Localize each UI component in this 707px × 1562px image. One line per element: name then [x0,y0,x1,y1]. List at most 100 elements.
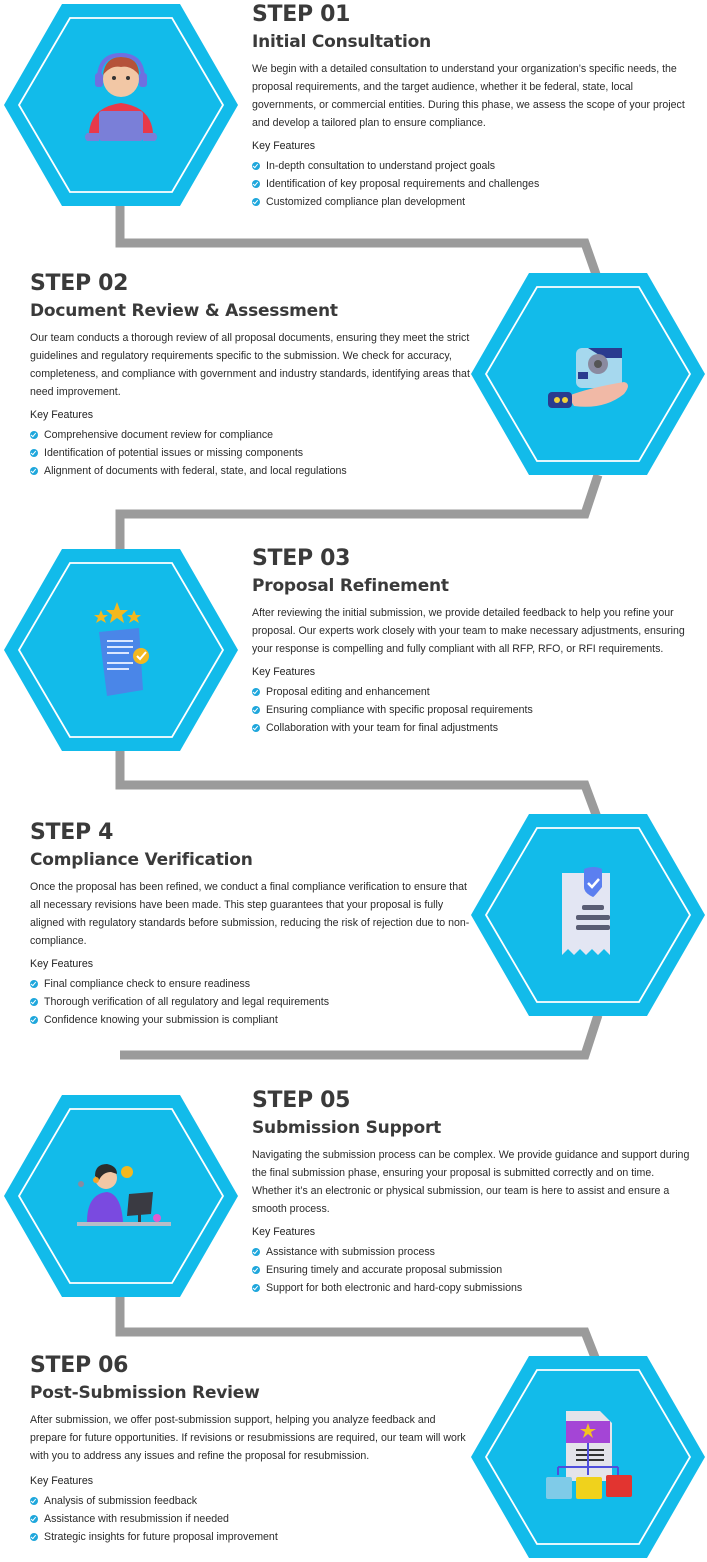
check-circle-icon [252,706,260,714]
feature-text: Ensuring timely and accurate proposal su… [266,1264,503,1276]
check-circle-icon [30,1533,38,1541]
feature-text: Thorough verification of all regulatory … [44,996,330,1008]
key-features-list: Final compliance check to ensure readine… [30,975,470,1029]
feature-item: Assistance with submission process [252,1243,692,1261]
feature-item: Strategic insights for future proposal i… [30,1528,470,1546]
step-title: Proposal Refinement [252,576,449,596]
step-4-content: STEP 4 Compliance Verification Once the … [30,820,470,1029]
connector-5-6 [115,1295,603,1367]
connector-2-3 [115,473,603,560]
step-5-content: STEP 05 Submission Support Navigating th… [252,1088,692,1297]
document-review-flowchart-icon [546,1411,632,1499]
key-features-list: In-depth consultation to understand proj… [252,157,692,211]
check-circle-icon [30,1497,38,1505]
check-circle-icon [30,431,38,439]
feature-text: Proposal editing and enhancement [266,686,430,698]
feature-text: Strategic insights for future proposal i… [44,1531,278,1543]
step-3-hexagon [2,547,240,753]
feature-item: Thorough verification of all regulatory … [30,993,470,1011]
key-features-list: Proposal editing and enhancement Ensurin… [252,683,692,737]
check-circle-icon [252,198,260,206]
step-title: Compliance Verification [30,850,253,870]
feature-text: Support for both electronic and hard-cop… [266,1282,523,1294]
check-circle-icon [252,1284,260,1292]
feature-item: In-depth consultation to understand proj… [252,157,692,175]
check-circle-icon [30,467,38,475]
feature-text: Identification of potential issues or mi… [44,447,304,459]
scroll-with-stars-check-icon [94,602,149,696]
step-title: Submission Support [252,1118,442,1138]
step-number: STEP 03 [252,546,351,571]
step-description: After submission, we offer post-submissi… [30,1414,466,1462]
feature-text: Alignment of documents with federal, sta… [44,465,347,477]
key-features-list: Comprehensive document review for compli… [30,426,470,480]
feature-text: Analysis of submission feedback [44,1495,198,1507]
step-number: STEP 4 [30,820,114,845]
feature-item: Assistance with resubmission if needed [30,1510,470,1528]
step-number: STEP 02 [30,271,129,296]
feature-text: Assistance with submission process [266,1246,435,1258]
check-circle-icon [252,688,260,696]
connector-1-2 [115,205,603,282]
check-circle-icon [252,1266,260,1274]
step-2-content: STEP 02 Document Review & Assessment Our… [30,271,470,480]
connector-4-5 [120,1013,603,1060]
feature-text: Final compliance check to ensure readine… [44,978,251,990]
feature-item: Ensuring compliance with specific propos… [252,701,692,719]
step-number: STEP 05 [252,1088,351,1113]
feature-item: Alignment of documents with federal, sta… [30,462,470,480]
feature-item: Comprehensive document review for compli… [30,426,470,444]
check-circle-icon [30,980,38,988]
check-circle-icon [252,724,260,732]
feature-item: Confidence knowing your submission is co… [30,1011,470,1029]
feature-item: Analysis of submission feedback [30,1492,470,1510]
key-features-label: Key Features [30,409,94,421]
feature-item: Identification of potential issues or mi… [30,444,470,462]
check-circle-icon [30,1016,38,1024]
step-description: Our team conducts a thorough review of a… [30,332,470,398]
key-features-label: Key Features [252,140,316,152]
key-features-label: Key Features [252,1226,316,1238]
feature-item: Proposal editing and enhancement [252,683,692,701]
step-1-content: STEP 01 Initial Consultation We begin wi… [252,2,692,211]
key-features-label: Key Features [252,666,316,678]
step-title: Post-Submission Review [30,1383,260,1403]
feature-text: Assistance with resubmission if needed [44,1513,229,1525]
step-title: Document Review & Assessment [30,301,338,321]
step-3-content: STEP 03 Proposal Refinement After review… [252,546,692,737]
step-5-hexagon [2,1093,240,1299]
support-agent-laptop-icon [85,52,157,141]
key-features-label: Key Features [30,958,94,970]
step-1-hexagon [2,2,240,208]
step-description: After reviewing the initial submission, … [252,607,685,655]
feature-item: Identification of key proposal requireme… [252,175,692,193]
feature-item: Customized compliance plan development [252,193,692,211]
feature-text: Comprehensive document review for compli… [44,429,274,441]
check-circle-icon [252,180,260,188]
feature-item: Final compliance check to ensure readine… [30,975,470,993]
hand-holding-gear-box-icon [548,348,628,408]
agent-at-computer-icon [77,1164,171,1226]
feature-item: Support for both electronic and hard-cop… [252,1279,692,1297]
receipt-shield-check-icon [562,867,610,955]
check-circle-icon [30,1515,38,1523]
feature-item: Collaboration with your team for final a… [252,719,692,737]
key-features-list: Assistance with submission process Ensur… [252,1243,692,1297]
step-4-hexagon [469,812,707,1018]
feature-item: Ensuring timely and accurate proposal su… [252,1261,692,1279]
feature-text: Customized compliance plan development [266,196,466,208]
feature-text: Identification of key proposal requireme… [266,178,540,190]
step-number: STEP 01 [252,2,351,27]
step-2-hexagon [469,271,707,477]
step-description: Once the proposal has been refined, we c… [30,881,470,947]
step-6-content: STEP 06 Post-Submission Review After sub… [30,1353,470,1546]
key-features-list: Analysis of submission feedback Assistan… [30,1492,470,1546]
step-description: Navigating the submission process can be… [252,1149,690,1215]
check-circle-icon [30,998,38,1006]
step-6-hexagon [469,1354,707,1560]
feature-text: Collaboration with your team for final a… [266,722,498,734]
check-circle-icon [252,1248,260,1256]
feature-text: In-depth consultation to understand proj… [266,160,496,172]
step-number: STEP 06 [30,1353,129,1378]
